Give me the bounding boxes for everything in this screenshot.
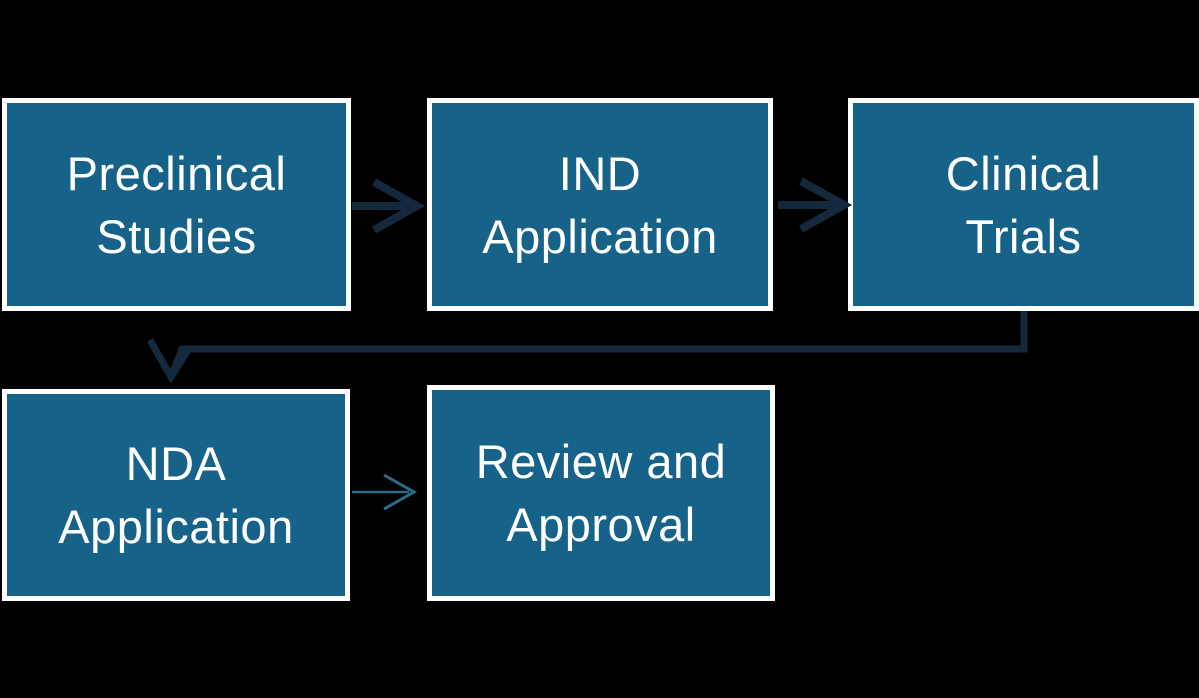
node-label: Preclinical Studies	[67, 142, 287, 268]
flow-node-ind-application: IND Application	[427, 98, 773, 311]
node-label-line1: Preclinical	[66, 146, 287, 200]
node-label: Review and Approval	[476, 430, 727, 556]
flow-node-review-and-approval: Review and Approval	[427, 385, 775, 601]
arrow-right-head-icon	[383, 473, 418, 511]
node-label-line1: Review and	[475, 435, 727, 488]
elbow-shaft	[169, 311, 1028, 374]
connector-arrow-preclinical-to-ind	[352, 178, 426, 234]
connector-arrow-ind-to-clinical	[778, 177, 853, 233]
node-label-line2: Trials	[965, 209, 1082, 263]
arrow-down-head-icon	[146, 338, 193, 384]
node-label-line1: NDA	[125, 437, 227, 490]
node-label-line2: Application	[58, 500, 294, 553]
node-label: IND Application	[482, 142, 717, 268]
node-label-line1: Clinical	[945, 146, 1102, 200]
flow-node-clinical-trials: Clinical Trials	[848, 98, 1199, 311]
flow-node-nda-application: NDA Application	[2, 389, 350, 601]
node-label-line2: Approval	[506, 498, 696, 551]
arrow-right-head-icon	[372, 178, 426, 234]
node-label-line2: Studies	[96, 209, 257, 263]
connector-elbow-clinical-to-nda	[146, 311, 1028, 384]
node-label: NDA Application	[58, 432, 293, 558]
connector-arrow-nda-to-review	[352, 473, 418, 511]
node-label: Clinical Trials	[946, 142, 1102, 268]
node-label-line2: Application	[482, 209, 718, 263]
arrow-right-head-icon	[799, 177, 853, 233]
node-label-line1: IND	[558, 146, 642, 200]
flow-node-preclinical-studies: Preclinical Studies	[2, 98, 351, 311]
